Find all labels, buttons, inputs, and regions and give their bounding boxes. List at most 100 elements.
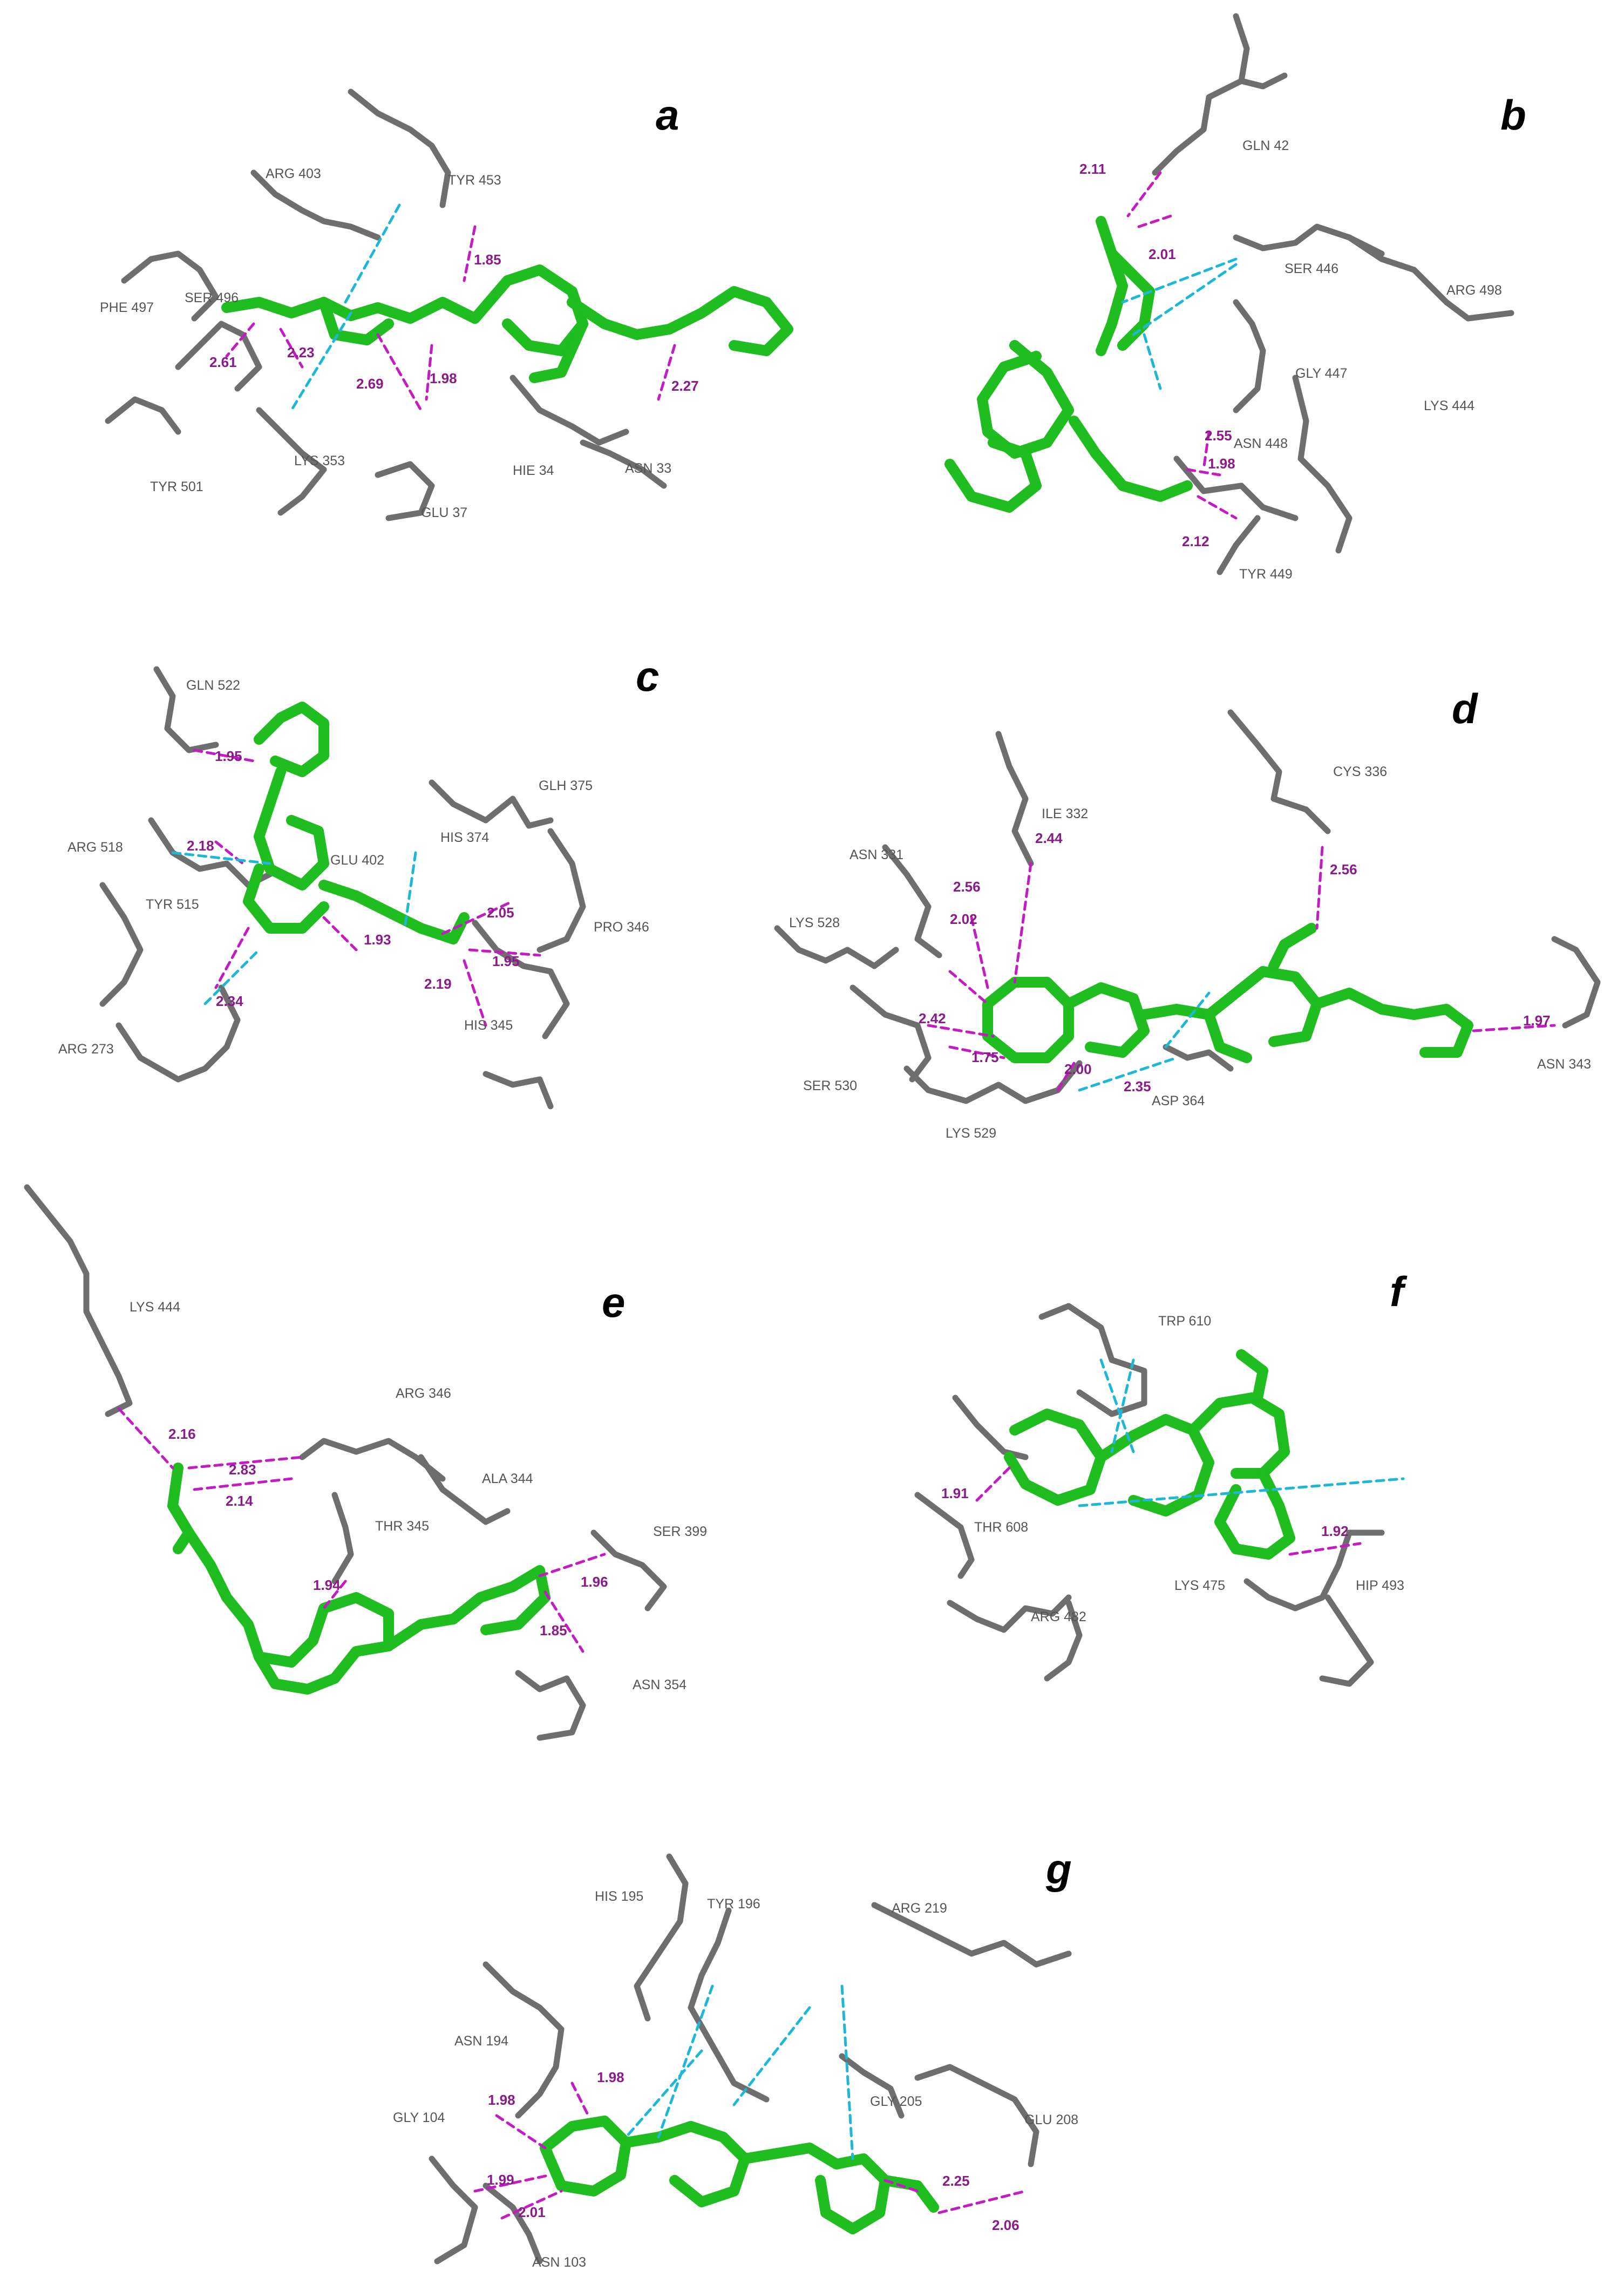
residue-label: GLN 522	[186, 678, 240, 693]
residue-sticks	[105, 89, 667, 521]
residue-label: HIS 195	[595, 1889, 643, 1904]
distance-label: 2.23	[287, 344, 315, 361]
residue-label: SER 530	[803, 1078, 857, 1093]
residue-label: THR 345	[375, 1519, 429, 1534]
residue-label: HIE 34	[513, 463, 554, 478]
residue-label: GLY 104	[393, 2110, 445, 2125]
residue-label: THR 608	[974, 1520, 1028, 1535]
distance-label: 1.85	[474, 251, 501, 268]
residue-label: PHE 497	[100, 300, 154, 315]
distance-label: 2.34	[216, 993, 243, 1009]
distance-label: 2.56	[1330, 861, 1357, 878]
residue-label: GLU 37	[421, 505, 467, 520]
residue-sticks	[429, 1853, 1072, 2265]
residue-label: HIP 493	[1356, 1578, 1404, 1593]
pi-lines	[1078, 991, 1211, 1092]
distance-label: 1.97	[1523, 1012, 1551, 1029]
residue-label: TYR 449	[1239, 567, 1293, 582]
panel-letter-g: g	[1045, 1845, 1072, 1893]
residue-label: ASN 33	[625, 461, 671, 476]
hbond-lines	[193, 749, 541, 1027]
residue-label: LYS 528	[789, 915, 840, 930]
residue-label: PRO 346	[594, 920, 649, 935]
residue-label: CYS 336	[1333, 764, 1387, 779]
residue-label: ARG 482	[1031, 1609, 1086, 1624]
residue-label: TRP 610	[1158, 1314, 1211, 1329]
distance-label: 1.91	[941, 1485, 969, 1501]
panel-b: b GLN 42 SER 446 ARG 498 GLY 447 LYS 444…	[944, 13, 1526, 582]
pi-lines	[290, 203, 401, 412]
residue-label: ARG 518	[67, 840, 123, 855]
panel-letter-d: d	[1452, 685, 1478, 732]
residue-label: SER 496	[185, 290, 239, 305]
residue-label: ILE 332	[1042, 806, 1088, 821]
distance-label: 2.06	[992, 2217, 1020, 2233]
panel-g: g HIS 195 TYR 196 ARG 219 ASN 194 GLY 20…	[393, 1845, 1078, 2270]
distance-label: 1.95	[492, 953, 520, 969]
distance-label: 1.92	[1321, 1523, 1349, 1539]
residue-label: GLN 42	[1242, 138, 1289, 153]
residue-label: TYR 453	[448, 173, 501, 188]
residue-label: LYS 529	[946, 1126, 996, 1141]
residue-label: TYR 515	[146, 897, 199, 912]
residue-label: ARG 498	[1446, 283, 1502, 298]
residue-label: ARG 219	[892, 1901, 947, 1916]
pi-lines	[1078, 1358, 1405, 1507]
residue-label: GLY 447	[1295, 366, 1347, 381]
panel-e: e LYS 444 ARG 346 ALA 344 THR 345 SER 39…	[24, 1184, 707, 1741]
residue-label: ALA 344	[482, 1471, 533, 1486]
distance-label: 2.42	[919, 1010, 946, 1026]
distance-label: 2.61	[209, 354, 237, 370]
distance-label: 1.96	[581, 1574, 608, 1590]
residue-label: ASP 364	[1152, 1093, 1205, 1109]
distance-label: 1.99	[487, 2172, 514, 2188]
distance-label: 1.98	[597, 2069, 624, 2085]
distance-label: 2.35	[1124, 1078, 1151, 1094]
distance-label: 2.00	[1064, 1061, 1092, 1077]
panel-letter-a: a	[656, 91, 679, 139]
distance-label: 2.19	[424, 976, 452, 992]
residue-label: ASN 194	[454, 2034, 508, 2049]
distance-label: 1.85	[540, 1622, 567, 1638]
residue-label: LYS 475	[1174, 1578, 1225, 1593]
distance-label: 2.83	[229, 1461, 256, 1478]
residue-label: LYS 444	[1424, 398, 1474, 413]
distance-label: 2.44	[1035, 830, 1063, 846]
distance-label: 2.27	[671, 378, 699, 394]
residue-sticks	[774, 709, 1601, 1104]
residue-label: GLH 375	[539, 778, 593, 793]
panel-f: f TRP 610 THR 608 LYS 475 HIP 493 ARG 48…	[914, 1268, 1408, 1687]
residue-label: ASN 354	[633, 1677, 687, 1692]
distance-label: 2.56	[953, 879, 981, 895]
residue-label: ASN 448	[1234, 436, 1288, 451]
distance-label: 2.55	[1205, 427, 1232, 444]
hbond-lines	[473, 2082, 1027, 2220]
residue-label: GLU 402	[330, 853, 384, 868]
distance-label: 2.05	[487, 905, 514, 921]
residue-label: TYR 501	[150, 479, 203, 494]
hbond-lines	[975, 1466, 1362, 1556]
distance-label: 2.02	[950, 911, 977, 927]
pi-lines	[171, 851, 417, 1005]
panel-letter-f: f	[1390, 1268, 1408, 1315]
residue-label: ASN 331	[850, 847, 903, 862]
pi-lines	[624, 1984, 854, 2160]
distance-label: 2.14	[226, 1493, 253, 1509]
residue-label: ARG 403	[266, 166, 321, 181]
ligand-sticks	[221, 264, 793, 383]
ligand-sticks	[167, 1463, 551, 1695]
panel-letter-e: e	[602, 1279, 625, 1326]
distance-label: 2.16	[168, 1426, 196, 1442]
hbond-lines	[1126, 171, 1238, 520]
residue-label: ARG 273	[58, 1042, 114, 1057]
residue-label: ARG 346	[396, 1386, 451, 1401]
distance-label: 1.94	[313, 1577, 341, 1593]
hbond-lines	[117, 1407, 606, 1653]
distance-label: 1.98	[430, 370, 457, 386]
residue-label: HIS 345	[464, 1018, 513, 1033]
panel-letter-c: c	[636, 652, 659, 700]
residue-label: LYS 444	[130, 1300, 180, 1315]
residue-label: SER 399	[653, 1524, 707, 1539]
panel-a: a TYR 453 ARG 403 PHE 497 SER 496 LYS 35…	[100, 89, 793, 521]
